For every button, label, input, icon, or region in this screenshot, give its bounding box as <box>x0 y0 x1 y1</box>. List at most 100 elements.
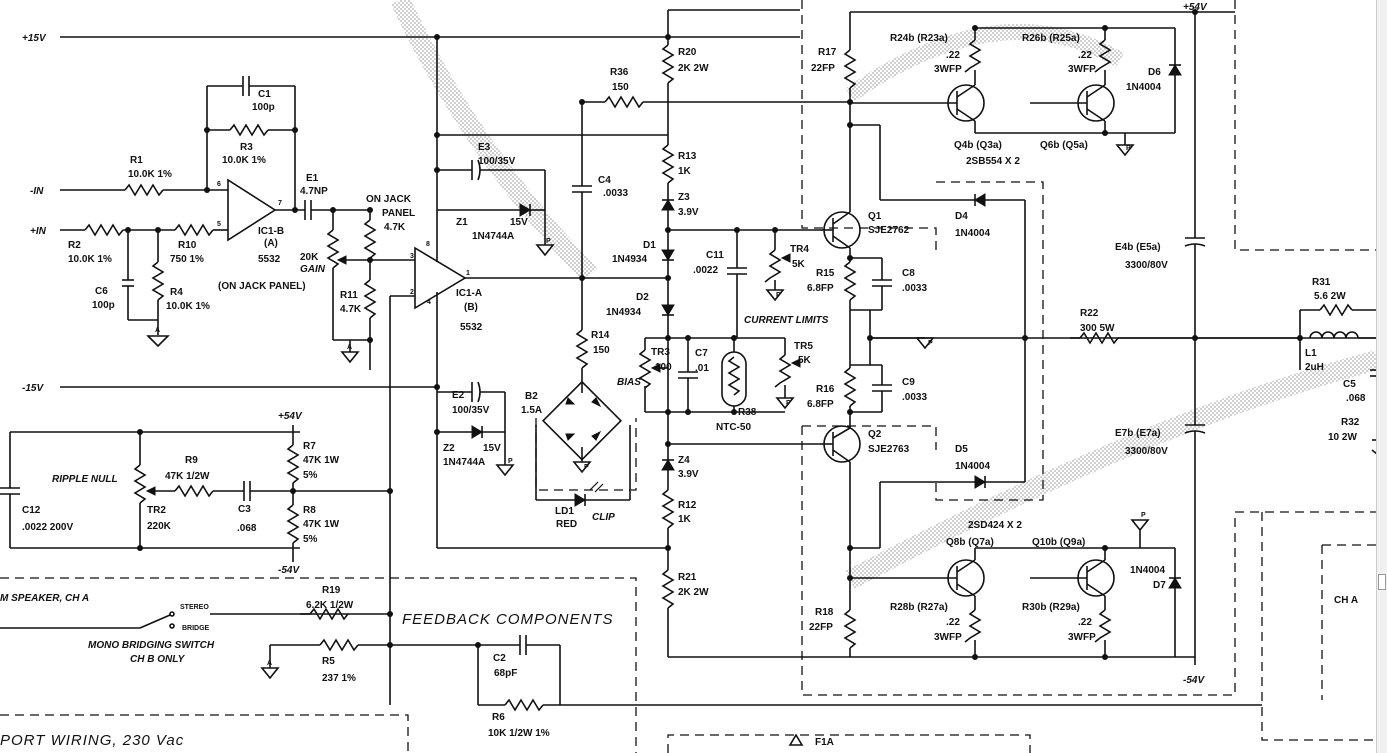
r8-tol: 5% <box>303 534 318 545</box>
ground-symbols <box>146 144 1150 746</box>
d1-ref: D1 <box>643 240 656 251</box>
ic1b-pin5: 5 <box>217 221 221 228</box>
r26b-w: 3WFP <box>1068 64 1096 75</box>
c9-ref: C9 <box>902 377 915 388</box>
supply-decoupling <box>437 134 668 465</box>
z1-part: 1N4744A <box>472 231 514 242</box>
r28b-w: 3WFP <box>934 632 962 643</box>
r32-val: 10 2W <box>1328 432 1357 443</box>
feedback-network <box>0 607 1262 712</box>
r19-val: 6.2K 1/2W <box>306 600 354 611</box>
r20-val: 2K 2W <box>678 63 709 74</box>
e2-ref: E2 <box>452 390 465 401</box>
r14-ref: R14 <box>591 330 610 341</box>
labels: +15V -15V +54V +54V -54V -54V -IN +IN C1… <box>0 2 1366 749</box>
r17-ref: R17 <box>818 47 837 58</box>
d5-ref: D5 <box>955 444 968 455</box>
r5-val: 237 1% <box>322 673 356 684</box>
r30b-val: .22 <box>1078 617 1092 628</box>
c11-val: .0022 <box>693 265 718 276</box>
r15-ref: R15 <box>816 268 835 279</box>
z3-ref: Z3 <box>678 192 690 203</box>
vertical-scrollbar[interactable] <box>1376 0 1387 753</box>
r7-val: 47K 1W <box>303 455 340 466</box>
r24b-w: 3WFP <box>934 64 962 75</box>
d1-part: 1N4934 <box>612 254 647 265</box>
current-limits-label: CURRENT LIMITS <box>744 315 829 326</box>
r36-val: 150 <box>612 82 629 93</box>
tr3-ref: TR3 <box>651 347 670 358</box>
e4b-val: 3300/80V <box>1125 260 1168 271</box>
tr4-ref: TR4 <box>790 244 809 255</box>
c3-val: .068 <box>237 523 257 534</box>
c6-ref: C6 <box>95 286 108 297</box>
r8-ref: R8 <box>303 505 316 516</box>
r13-val: 1K <box>678 166 692 177</box>
r2-ref: R2 <box>68 240 81 251</box>
rail-label-neg54-out: -54V <box>1183 675 1205 686</box>
ic1b-part: 5532 <box>258 254 281 265</box>
r17-val: 22FP <box>811 63 835 74</box>
r18-ref: R18 <box>815 607 834 618</box>
feedback-components-title: FEEDBACK COMPONENTS <box>402 611 614 628</box>
r2-val: 10.0K 1% <box>68 254 112 265</box>
ld1-ref: LD1 <box>555 506 574 517</box>
channel-a-label: CH A <box>1334 595 1358 606</box>
bridge-label: BRIDGE <box>182 625 210 632</box>
r7-ref: R7 <box>303 441 316 452</box>
r4-ref: R4 <box>170 287 183 298</box>
r12-ref: R12 <box>678 500 697 511</box>
c1-val: 100p <box>252 102 275 113</box>
gnd-p-label: P <box>584 464 589 471</box>
c2-ref: C2 <box>493 653 506 664</box>
rail-label-pos15: +15V <box>22 33 47 44</box>
q4b-label: Q4b (Q3a) <box>954 140 1002 151</box>
r21-val: 2K 2W <box>678 587 709 598</box>
ic1b-pin7: 7 <box>278 200 282 207</box>
c4-ref: C4 <box>598 175 611 186</box>
rail-label-top54: +54V <box>1183 2 1208 13</box>
ic1b-pin6: 6 <box>217 181 221 188</box>
z4-val: 3.9V <box>678 469 699 480</box>
r5-ref: R5 <box>322 656 335 667</box>
r18-val: 22FP <box>809 622 833 633</box>
e1-val: 4.7NP <box>300 186 328 197</box>
e7b-val: 3300/80V <box>1125 446 1168 457</box>
ic1a-pin1: 1 <box>466 270 470 277</box>
d6-part: 1N4004 <box>1126 82 1161 93</box>
c12-val: .0022 200V <box>22 522 73 533</box>
r36-ref: R36 <box>610 67 629 78</box>
c1-ref: C1 <box>258 89 271 100</box>
gnd-p-label: P <box>546 238 551 245</box>
r9-ref: R9 <box>185 455 198 466</box>
r13-ref: R13 <box>678 151 697 162</box>
z3-val: 3.9V <box>678 207 699 218</box>
r9-val: 47K 1/2W <box>165 471 210 482</box>
ic1a-pin8: 8 <box>426 241 430 248</box>
rail-label-pos54: +54V <box>278 411 303 422</box>
r28b-ref: R28b (R27a) <box>890 602 948 613</box>
pos-input-label: +IN <box>30 226 47 237</box>
output-section <box>1070 12 1377 665</box>
onjack-l1: ON JACK <box>366 194 412 205</box>
ld1-label: CLIP <box>592 512 615 523</box>
r7-tol: 5% <box>303 470 318 481</box>
r32-ref: R32 <box>1341 417 1360 428</box>
r38-ref: R38 <box>738 407 757 418</box>
c12-ref: C12 <box>22 505 41 516</box>
gnd-p-label: P <box>1141 512 1146 519</box>
e4b-ref: E4b (E5a) <box>1115 242 1161 253</box>
onjack-l2: PANEL <box>382 208 415 219</box>
c2-val: 68pF <box>494 668 517 679</box>
z2-v: 15V <box>483 443 501 454</box>
r30b-ref: R30b (R29a) <box>1022 602 1080 613</box>
c5-val: .068 <box>1346 393 1366 404</box>
r31-ref: R31 <box>1312 277 1331 288</box>
r22-ref: R22 <box>1080 308 1099 319</box>
r6-ref: R6 <box>492 712 505 723</box>
bias-label: BIAS <box>617 377 641 388</box>
z4-ref: Z4 <box>678 455 690 466</box>
scrollbar-thumb[interactable] <box>1378 574 1386 590</box>
scan-artifact-arc <box>390 0 598 282</box>
